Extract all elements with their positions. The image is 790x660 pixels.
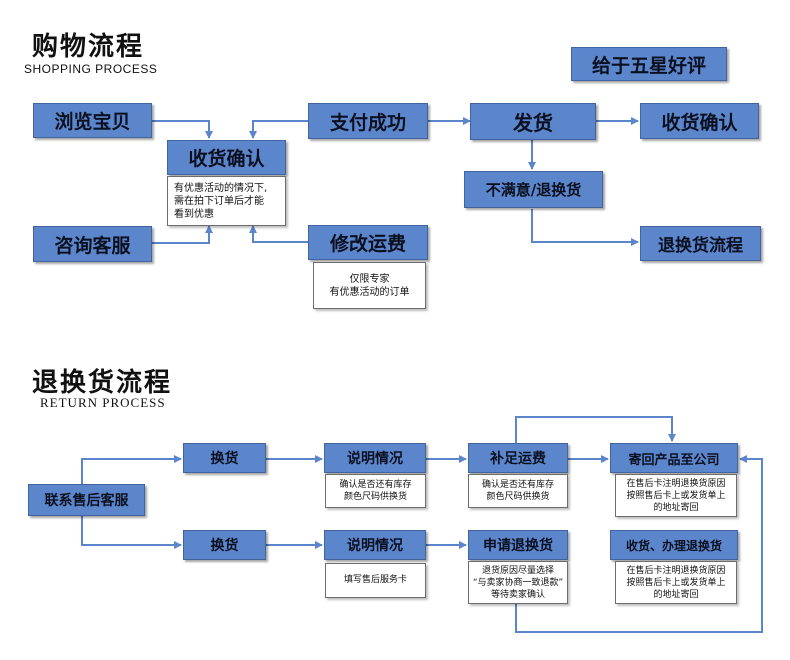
discount-note: 有优惠活动的情况下, 需在拍下订单后才能 看到优惠 bbox=[167, 176, 286, 226]
payment-success-step: 支付成功 bbox=[308, 103, 428, 139]
note-line: 确认是否还有库存 bbox=[481, 480, 554, 490]
confirm-receipt-left-step: 收货确认 bbox=[167, 140, 286, 175]
consult-service-step: 咨询客服 bbox=[33, 226, 152, 262]
arrow-payment-to-confirm bbox=[249, 120, 308, 139]
arrow-contact-to-exchange-bottom bbox=[81, 516, 182, 549]
discount-note-line: 需在拍下订单后才能 bbox=[174, 195, 264, 207]
discount-note-line: 看到优惠 bbox=[174, 208, 214, 220]
five-star-review-badge: 给于五星好评 bbox=[571, 47, 727, 81]
return-reason-note: 退货原因尽量选择 “与卖家协商一致退款” 等待卖家确认 bbox=[468, 561, 568, 604]
note-line: 在售后卡注明退换货原因 bbox=[626, 478, 726, 489]
note-line: 颜色尺码供换货 bbox=[343, 492, 407, 502]
arrow-contact-to-exchange-top bbox=[81, 455, 182, 484]
note-line: 退货原因尽量选择 bbox=[481, 565, 554, 576]
receive-handle-step: 收货、办理退换货 bbox=[610, 530, 738, 560]
arrow-consult-to-confirm bbox=[152, 225, 213, 244]
pay-shipping-step: 补足运费 bbox=[468, 443, 568, 473]
note-line: 按照售后卡上或发货单上 bbox=[626, 577, 726, 588]
note-line: 的地址寄回 bbox=[653, 502, 699, 513]
exclusive-note-line: 仅限专家 bbox=[349, 273, 390, 285]
address-note-bottom: 在售后卡注明退换货原因 按照售后卡上或发货单上 的地址寄回 bbox=[615, 561, 737, 604]
return-subtitle: RETURN PROCESS bbox=[40, 395, 166, 410]
note-line: 按照售后卡上或发货单上 bbox=[626, 490, 726, 501]
shopping-subtitle: SHOPPING PROCESS bbox=[24, 62, 158, 76]
address-note-top: 在售后卡注明退换货原因 按照售后卡上或发货单上 的地址寄回 bbox=[615, 474, 737, 517]
return-title: 退换货流程 bbox=[32, 368, 173, 398]
return-process-step: 退换货流程 bbox=[640, 226, 761, 261]
note-line: 在售后卡注明退换货原因 bbox=[626, 565, 726, 576]
apply-return-step: 申请退换货 bbox=[468, 530, 568, 560]
note-line: 填写售后服务卡 bbox=[343, 575, 407, 585]
explain-top-step: 说明情况 bbox=[324, 443, 426, 473]
exclusive-discount-note: 仅限专家 有优惠活动的订单 bbox=[313, 262, 426, 309]
contact-aftersale-step: 联系售后客服 bbox=[28, 484, 145, 516]
explain-bottom-step: 说明情况 bbox=[324, 530, 426, 560]
aftersale-card-note: 填写售后服务卡 bbox=[325, 563, 426, 598]
dissatisfied-return-step: 不满意/退换货 bbox=[464, 171, 603, 208]
ship-step: 发货 bbox=[470, 103, 596, 140]
discount-note-line: 有优惠活动的情况下, bbox=[174, 182, 268, 194]
note-line: 等待卖家确认 bbox=[490, 589, 545, 600]
arrow-modify-to-confirm bbox=[249, 225, 308, 243]
stock-check-note-1: 确认是否还有库存 颜色尺码供换货 bbox=[325, 474, 426, 508]
stock-check-note-2: 确认是否还有库存 颜色尺码供换货 bbox=[468, 474, 568, 508]
note-line: “与卖家协商一致退款” bbox=[472, 577, 564, 588]
exchange-top-step: 换货 bbox=[183, 443, 266, 473]
note-line: 颜色尺码供换货 bbox=[486, 492, 550, 502]
modify-freight-step: 修改运费 bbox=[308, 225, 428, 260]
arrow-dissatisfied-to-return-process bbox=[531, 209, 639, 246]
arrow-pay-loop-to-send bbox=[515, 416, 676, 443]
note-line: 确认是否还有库存 bbox=[339, 480, 412, 490]
shopping-title: 购物流程 bbox=[32, 32, 145, 62]
send-back-step: 寄回产品至公司 bbox=[610, 443, 738, 473]
note-line: 的地址寄回 bbox=[653, 589, 699, 600]
arrow-apply-loop-to-send bbox=[515, 455, 763, 633]
exchange-bottom-step: 换货 bbox=[183, 530, 266, 560]
exclusive-note-line: 有优惠活动的订单 bbox=[329, 286, 410, 298]
browse-items-step: 浏览宝贝 bbox=[33, 103, 152, 138]
arrow-browse-to-confirm bbox=[152, 120, 213, 139]
confirm-receipt-right-step: 收货确认 bbox=[640, 103, 759, 139]
